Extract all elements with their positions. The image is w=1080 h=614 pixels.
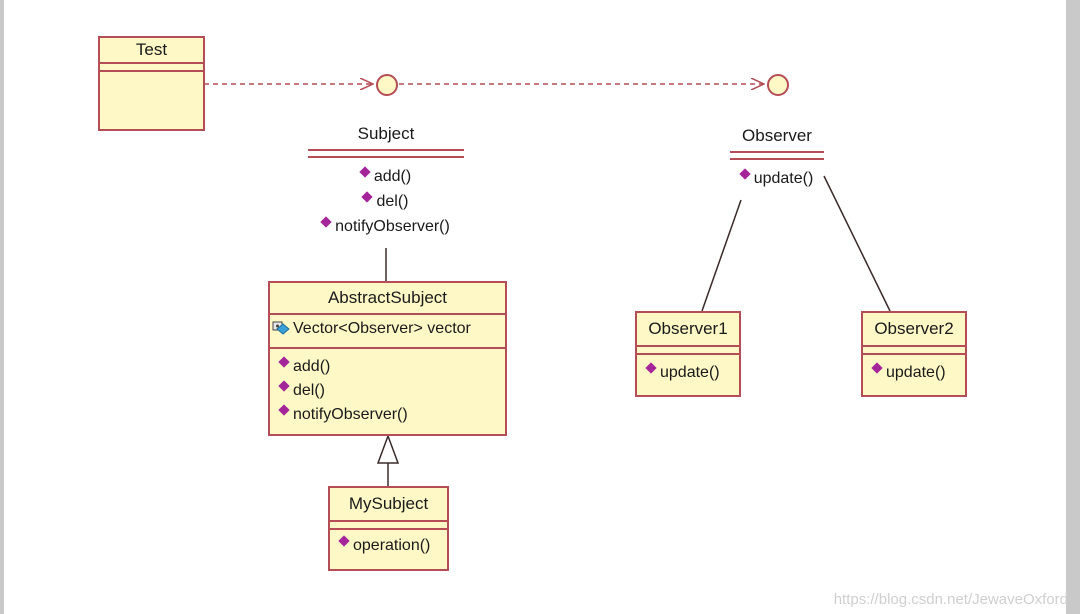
class-abstract-subject-name: AbstractSubject [327, 288, 448, 307]
class-observer1-name: Observer1 [648, 319, 728, 338]
my-subject-op-operation: operation() [330, 534, 447, 558]
class-my-subject-operations: operation() [330, 528, 447, 569]
private-attribute-icon [272, 321, 290, 335]
attribute-vector: Vector<Observer> vector [270, 317, 505, 341]
interface-observer-op-update: update() [730, 166, 824, 191]
class-abstract-subject[interactable]: AbstractSubject Vector<Observer> vector … [268, 281, 507, 436]
class-test[interactable]: Test [98, 36, 205, 131]
interface-lollipop-observer [767, 74, 789, 96]
realization-observer1 [701, 199, 742, 312]
operation-icon [871, 362, 883, 374]
class-test-attributes [100, 62, 203, 70]
class-observer1-attributes [637, 345, 739, 353]
interface-subject-separator [308, 149, 464, 158]
observer2-op-update: update() [863, 361, 965, 385]
interface-subject-op-del: del() [308, 189, 464, 214]
watermark: https://blog.csdn.net/JewaveOxford [833, 591, 1068, 608]
class-observer1[interactable]: Observer1 update() [635, 311, 741, 397]
window-frame-right [1066, 0, 1080, 614]
abstract-subject-op-notify: notifyObserver() [270, 403, 505, 427]
class-observer2[interactable]: Observer2 update() [861, 311, 967, 397]
class-abstract-subject-attributes: Vector<Observer> vector [270, 313, 505, 347]
class-test-name: Test [135, 40, 168, 59]
window-frame-left [0, 0, 4, 614]
class-observer1-operations: update() [637, 353, 739, 395]
interface-subject[interactable]: Subject add() del() notifyObserver() [308, 123, 464, 239]
operation-icon [320, 216, 332, 228]
operation-icon [361, 191, 374, 203]
interface-lollipop-subject [376, 74, 398, 96]
interface-observer-name: Observer [742, 126, 812, 145]
abstract-subject-op-del: del() [270, 379, 505, 403]
class-my-subject-attributes [330, 520, 447, 528]
class-observer2-operations: update() [863, 353, 965, 395]
interface-observer-separator [730, 151, 824, 160]
operation-icon [278, 356, 290, 368]
generalization-triangle [376, 433, 400, 464]
class-my-subject[interactable]: MySubject operation() [328, 486, 449, 571]
class-my-subject-name: MySubject [348, 494, 429, 513]
interface-subject-op-notify: notifyObserver() [308, 214, 464, 239]
observer1-op-update: update() [637, 361, 739, 385]
operation-icon [278, 380, 290, 392]
class-test-operations [100, 70, 203, 127]
abstract-subject-op-add: add() [270, 355, 505, 379]
operation-icon [359, 166, 371, 178]
class-observer2-name: Observer2 [874, 319, 954, 338]
operation-icon [645, 362, 657, 374]
operation-icon [278, 404, 290, 416]
interface-subject-name: Subject [357, 124, 415, 143]
class-observer2-attributes [863, 345, 965, 353]
operation-icon [338, 535, 350, 547]
realization-observer2 [823, 175, 891, 312]
operation-icon [739, 168, 751, 180]
interface-subject-op-add: add() [308, 164, 464, 189]
interface-observer[interactable]: Observer update() [730, 125, 824, 191]
class-abstract-subject-operations: add() del() notifyObserver() [270, 347, 505, 434]
